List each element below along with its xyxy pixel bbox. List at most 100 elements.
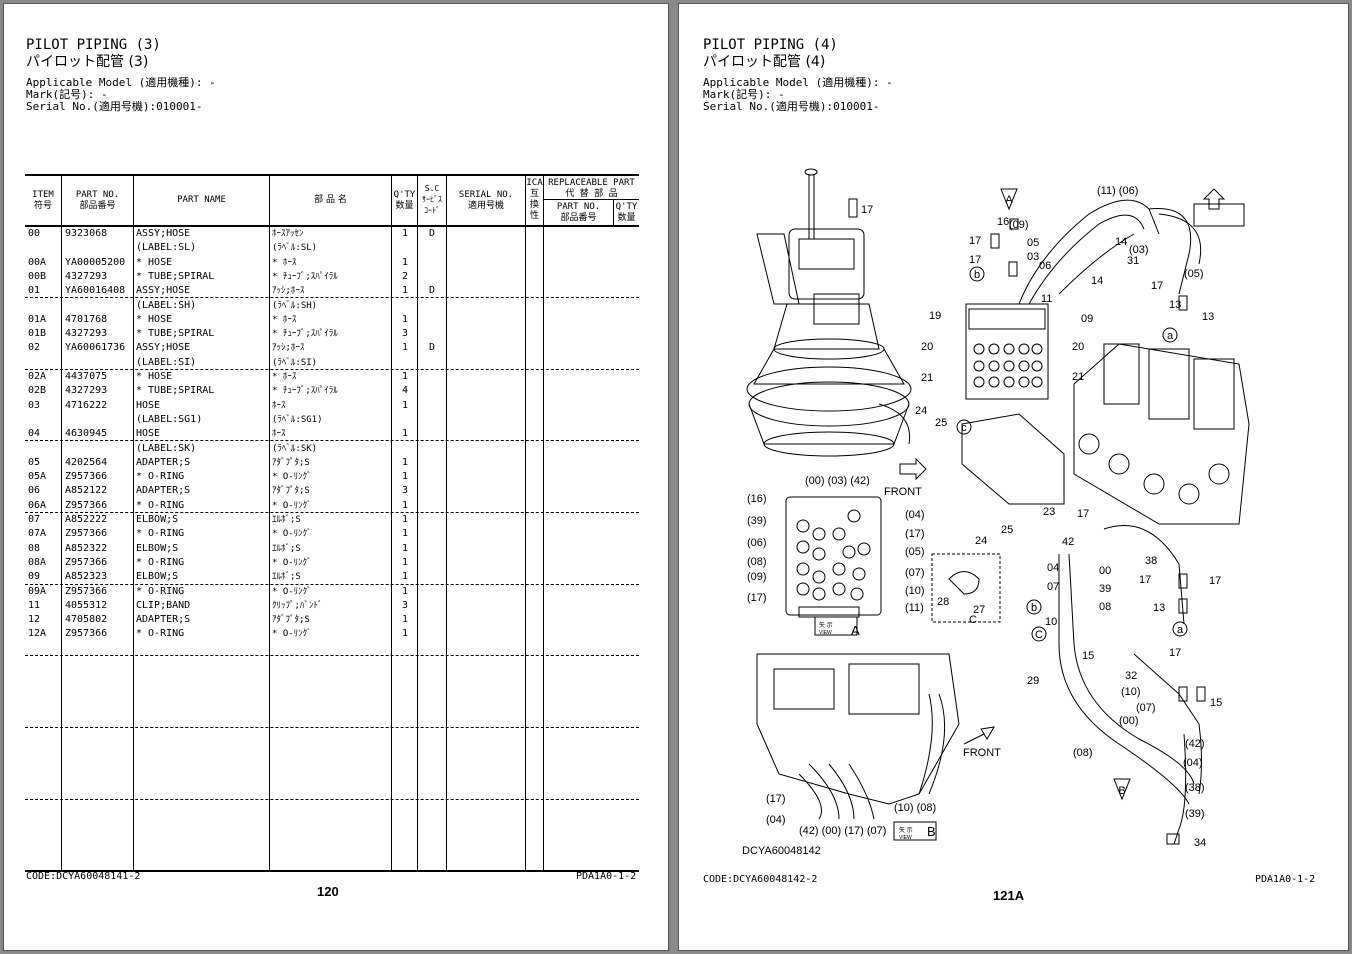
svg-text:(42): (42) — [1185, 738, 1205, 750]
row-part-name: * O-RING — [136, 471, 185, 483]
row-qty: 2 — [402, 270, 409, 282]
col-divider — [133, 176, 134, 870]
right-title-en: PILOT PIPING (4) — [703, 37, 838, 53]
row-jp-name: * O-ﾘﾝｸﾞ — [272, 586, 312, 597]
row-part-no: YA60016408 — [65, 285, 126, 297]
row-jp-name: * O-ﾘﾝｸﾞ — [272, 629, 312, 640]
row-part-name: ASSY;HOSE — [136, 342, 191, 354]
row-qty: 1 — [402, 342, 409, 354]
row-qty: 1 — [402, 628, 409, 640]
svg-text:(09): (09) — [747, 571, 767, 583]
col-divider — [61, 176, 62, 870]
row-separator — [25, 727, 639, 728]
view-a-view: VIEW — [819, 630, 832, 636]
row-qty: 3 — [402, 599, 409, 611]
svg-text:25: 25 — [1001, 524, 1013, 536]
svg-text:(39): (39) — [1185, 808, 1205, 820]
row-qty: 1 — [402, 499, 409, 511]
svg-text:(08): (08) — [1073, 747, 1093, 759]
left-ref: PDA1A0-1-2 — [576, 871, 637, 882]
svg-text:05: 05 — [1027, 237, 1039, 249]
svg-text:21: 21 — [921, 372, 933, 384]
row-part-no: A852323 — [65, 571, 108, 583]
row-part-no: 4327293 — [65, 385, 108, 397]
row-separator — [25, 584, 639, 585]
row-part-name: HOSE — [136, 399, 161, 411]
svg-text:00: 00 — [1099, 565, 1111, 577]
row-separator — [25, 655, 639, 656]
svg-text:(10): (10) — [1121, 686, 1141, 698]
row-part-no: Z957366 — [65, 471, 108, 483]
row-separator — [25, 440, 639, 441]
row-part-no: 4716222 — [65, 399, 108, 411]
row-qty: 1 — [402, 471, 409, 483]
left-page: PILOT PIPING (3) パイロット配管 (3) Applicable … — [3, 3, 669, 951]
row-part-name: * HOSE — [136, 256, 173, 268]
row-separator — [25, 297, 639, 298]
row-jp-name: ﾎｰｽｱｯｾﾝ — [272, 229, 304, 239]
col-divider — [391, 176, 392, 870]
row-qty: 1 — [402, 371, 409, 382]
row-part-name: (LABEL:SK) — [136, 442, 197, 454]
row-jp-name: * O-ﾘﾝｸﾞ — [272, 557, 312, 568]
row-part-name: ASSY;HOSE — [136, 228, 191, 239]
svg-text:25: 25 — [935, 417, 947, 429]
svg-text:17: 17 — [1169, 647, 1181, 659]
right-mark: Mark(記号): - — [703, 88, 785, 101]
row-jp-name: * O-ﾘﾝｸﾞ — [272, 500, 312, 511]
table-row: (LABEL:SK)(ﾗﾍﾞﾙ:SK) — [25, 442, 639, 456]
left-header: PILOT PIPING (3) パイロット配管 (3) Applicable … — [26, 37, 216, 113]
row-part-no: Z957366 — [65, 585, 108, 597]
svg-text:(05): (05) — [905, 546, 925, 558]
row-item: 05A — [28, 471, 47, 483]
row-jp-name: ﾎｰｽ — [272, 400, 286, 411]
row-item: 00B — [28, 270, 47, 282]
row-qty: 4 — [402, 385, 409, 397]
row-part-no: A852222 — [65, 514, 108, 525]
svg-text:(04): (04) — [1183, 757, 1203, 769]
row-part-no: 4327293 — [65, 270, 108, 282]
row-part-name: ELBOW;S — [136, 542, 179, 554]
svg-text:31: 31 — [1127, 255, 1139, 267]
left-applicable-model: Applicable Model (適用機種): - — [26, 76, 216, 89]
row-jp-name: (ﾗﾍﾞﾙ:SG1) — [272, 414, 323, 425]
table-row: (LABEL:SI)(ﾗﾍﾞﾙ:SI) — [25, 356, 639, 370]
row-jp-name: ｴﾙﾎﾞ;S — [272, 543, 301, 554]
callout-C-detail: C — [969, 614, 977, 626]
svg-text:20: 20 — [921, 341, 933, 353]
row-jp-name: * ﾁｭｰﾌﾞ;ｽﾊﾟｲﾗﾙ — [272, 271, 338, 282]
callout-b: b — [974, 269, 980, 281]
row-jp-name: (ﾗﾍﾞﾙ:SI) — [272, 357, 318, 368]
svg-text:17: 17 — [969, 235, 981, 247]
left-code: CODE:DCYA60048141-2 — [26, 871, 141, 882]
callout-C: C — [1035, 629, 1043, 641]
row-part-name: ELBOW;S — [136, 514, 179, 525]
svg-text:17: 17 — [1151, 280, 1163, 292]
svg-text:24: 24 — [975, 535, 987, 547]
th-repl-part: PART NO.部品番号 — [556, 202, 601, 223]
row-sc: D — [429, 228, 436, 239]
row-part-no: 9323068 — [65, 228, 108, 239]
front-label-1: FRONT — [884, 486, 922, 498]
svg-text:13: 13 — [1153, 602, 1165, 614]
svg-text:21: 21 — [1072, 371, 1084, 383]
row-part-name: * TUBE;SPIRAL — [136, 270, 215, 282]
svg-text:13: 13 — [1169, 299, 1181, 311]
row-item: 03 — [28, 399, 41, 411]
svg-text:(08): (08) — [747, 556, 767, 568]
svg-text:06: 06 — [1039, 260, 1051, 272]
row-part-name: ADAPTER;S — [136, 614, 191, 626]
